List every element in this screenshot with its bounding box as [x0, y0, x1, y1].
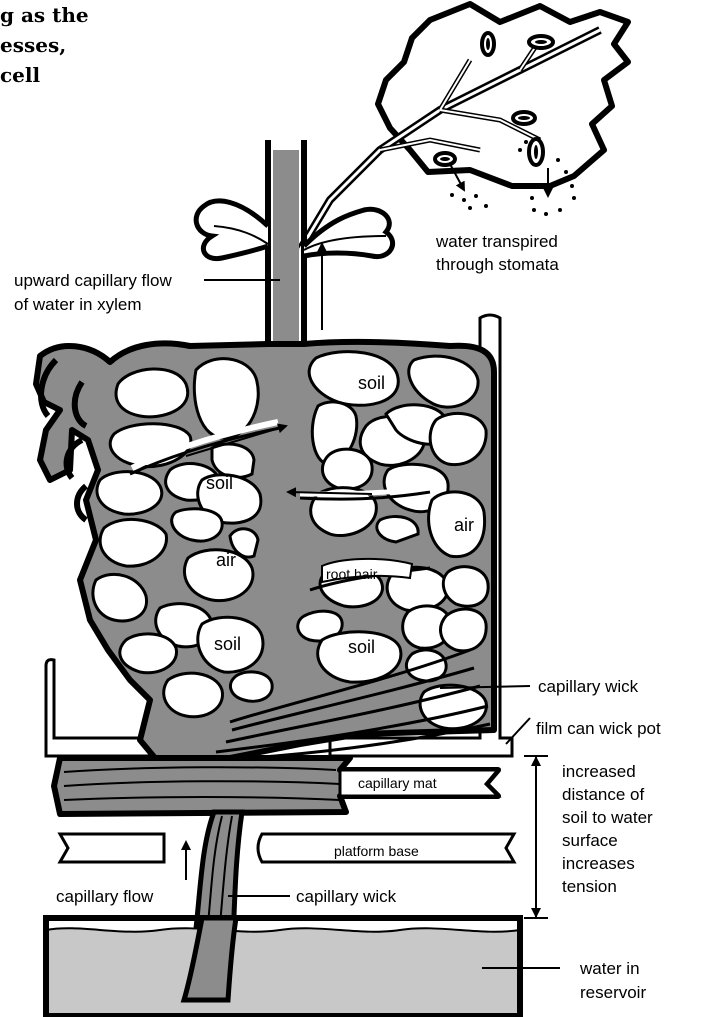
film-can-label: film can wick pot: [536, 719, 661, 738]
tension-label-line5: increases: [562, 854, 635, 873]
tension-label-line1: increased: [562, 762, 636, 781]
transpired-label-line2: through stomata: [436, 255, 559, 274]
platform-base-label: platform base: [334, 843, 419, 859]
soil-label-1: soil: [358, 373, 385, 393]
reservoir-label-line2: reservoir: [580, 983, 646, 1002]
tension-label-line3: soil to water: [562, 808, 653, 827]
lower-wick-label: capillary wick: [296, 887, 397, 906]
reservoir-label-line1: water in: [579, 959, 640, 978]
capillary-mat-label: capillary mat: [358, 775, 437, 791]
platform-base: [60, 834, 514, 862]
soil-label-3: soil: [214, 634, 241, 654]
tension-label-line4: surface: [562, 831, 618, 850]
transpired-label-line1: water transpired: [435, 232, 558, 251]
xylem-label-line2: of water in xylem: [14, 295, 142, 314]
soil-label-2: soil: [206, 473, 233, 493]
water-reservoir: [46, 918, 520, 1016]
root-hair-label: root hair: [326, 566, 378, 582]
xylem-label-line1: upward capillary flow: [14, 271, 173, 290]
air-label-1: air: [454, 515, 474, 535]
capillary-wick-label: capillary wick: [538, 677, 639, 696]
capillary-flow-label: capillary flow: [56, 887, 154, 906]
soil-label-4: soil: [348, 637, 375, 657]
tension-label-line2: distance of: [562, 785, 644, 804]
air-label-2: air: [216, 550, 236, 570]
film-can-leader: [506, 718, 530, 744]
tension-label-line6: tension: [562, 877, 617, 896]
